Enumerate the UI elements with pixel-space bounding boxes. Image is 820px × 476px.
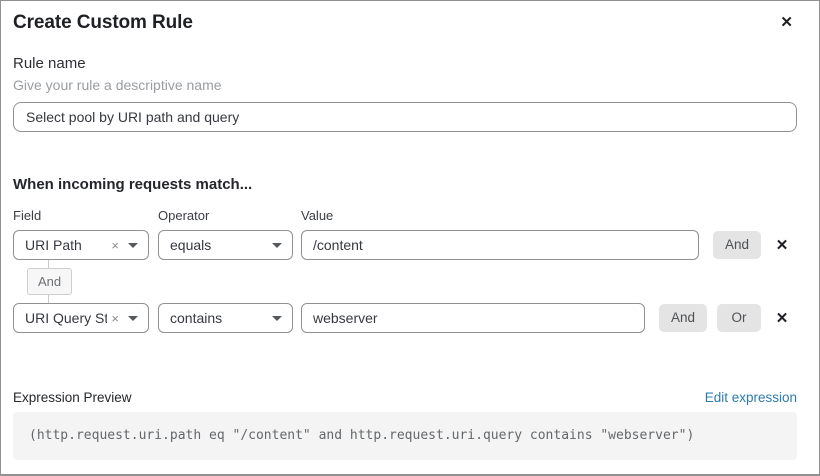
remove-condition-icon[interactable]: ✕ [775,310,789,327]
clear-field-icon[interactable]: × [111,310,119,326]
operator-dropdown[interactable]: equals [158,230,293,260]
operator-dropdown-value: contains [170,310,223,326]
connector-line-top [48,260,49,268]
and-button[interactable]: And [658,304,707,332]
field-dropdown[interactable]: URI Query St... × [13,303,149,333]
condition-row: URI Query St... × contains And Or ✕ [13,303,797,333]
clear-field-icon[interactable]: × [111,237,119,253]
value-input[interactable] [301,303,645,333]
edit-expression-link[interactable]: Edit expression [704,390,797,405]
close-icon[interactable]: ✕ [780,14,793,31]
value-column-label: Value [301,208,334,223]
field-dropdown-value: URI Path [25,237,82,253]
caret-down-icon [272,242,282,248]
expression-preview-header: Expression Preview Edit expression [13,389,797,406]
caret-down-icon [272,315,282,321]
condition-connector: And [13,260,797,303]
field-dropdown-value: URI Query St... [25,310,108,326]
row-logic-buttons: And Or [658,304,761,332]
match-section-heading: When incoming requests match... [13,176,253,193]
field-dropdown[interactable]: URI Path × [13,230,149,260]
connector-and-badge: And [27,268,73,295]
remove-condition-icon[interactable]: ✕ [775,237,789,254]
rule-name-label: Rule name [13,55,86,72]
dialog-title: Create Custom Rule [13,12,193,33]
caret-down-icon [128,242,138,248]
operator-column-label: Operator [158,208,210,223]
row-logic-buttons: And [712,231,761,259]
or-button[interactable]: Or [717,304,761,332]
expression-code: (http.request.uri.path eq "/content" and… [13,412,797,460]
expression-preview-label: Expression Preview [13,390,132,405]
and-button[interactable]: And [712,231,761,259]
operator-dropdown[interactable]: contains [158,303,293,333]
operator-dropdown-value: equals [170,237,212,253]
condition-column-labels: Field Operator Value [13,208,797,224]
rule-name-helper-text: Give your rule a descriptive name [13,77,222,93]
value-input[interactable] [301,230,699,260]
dialog-header: Create Custom Rule ✕ [13,11,797,35]
connector-line-bottom [48,295,49,303]
field-column-label: Field [13,208,42,223]
condition-row: URI Path × equals And ✕ [13,230,797,260]
caret-down-icon [128,315,138,321]
rule-name-input[interactable] [13,102,797,132]
